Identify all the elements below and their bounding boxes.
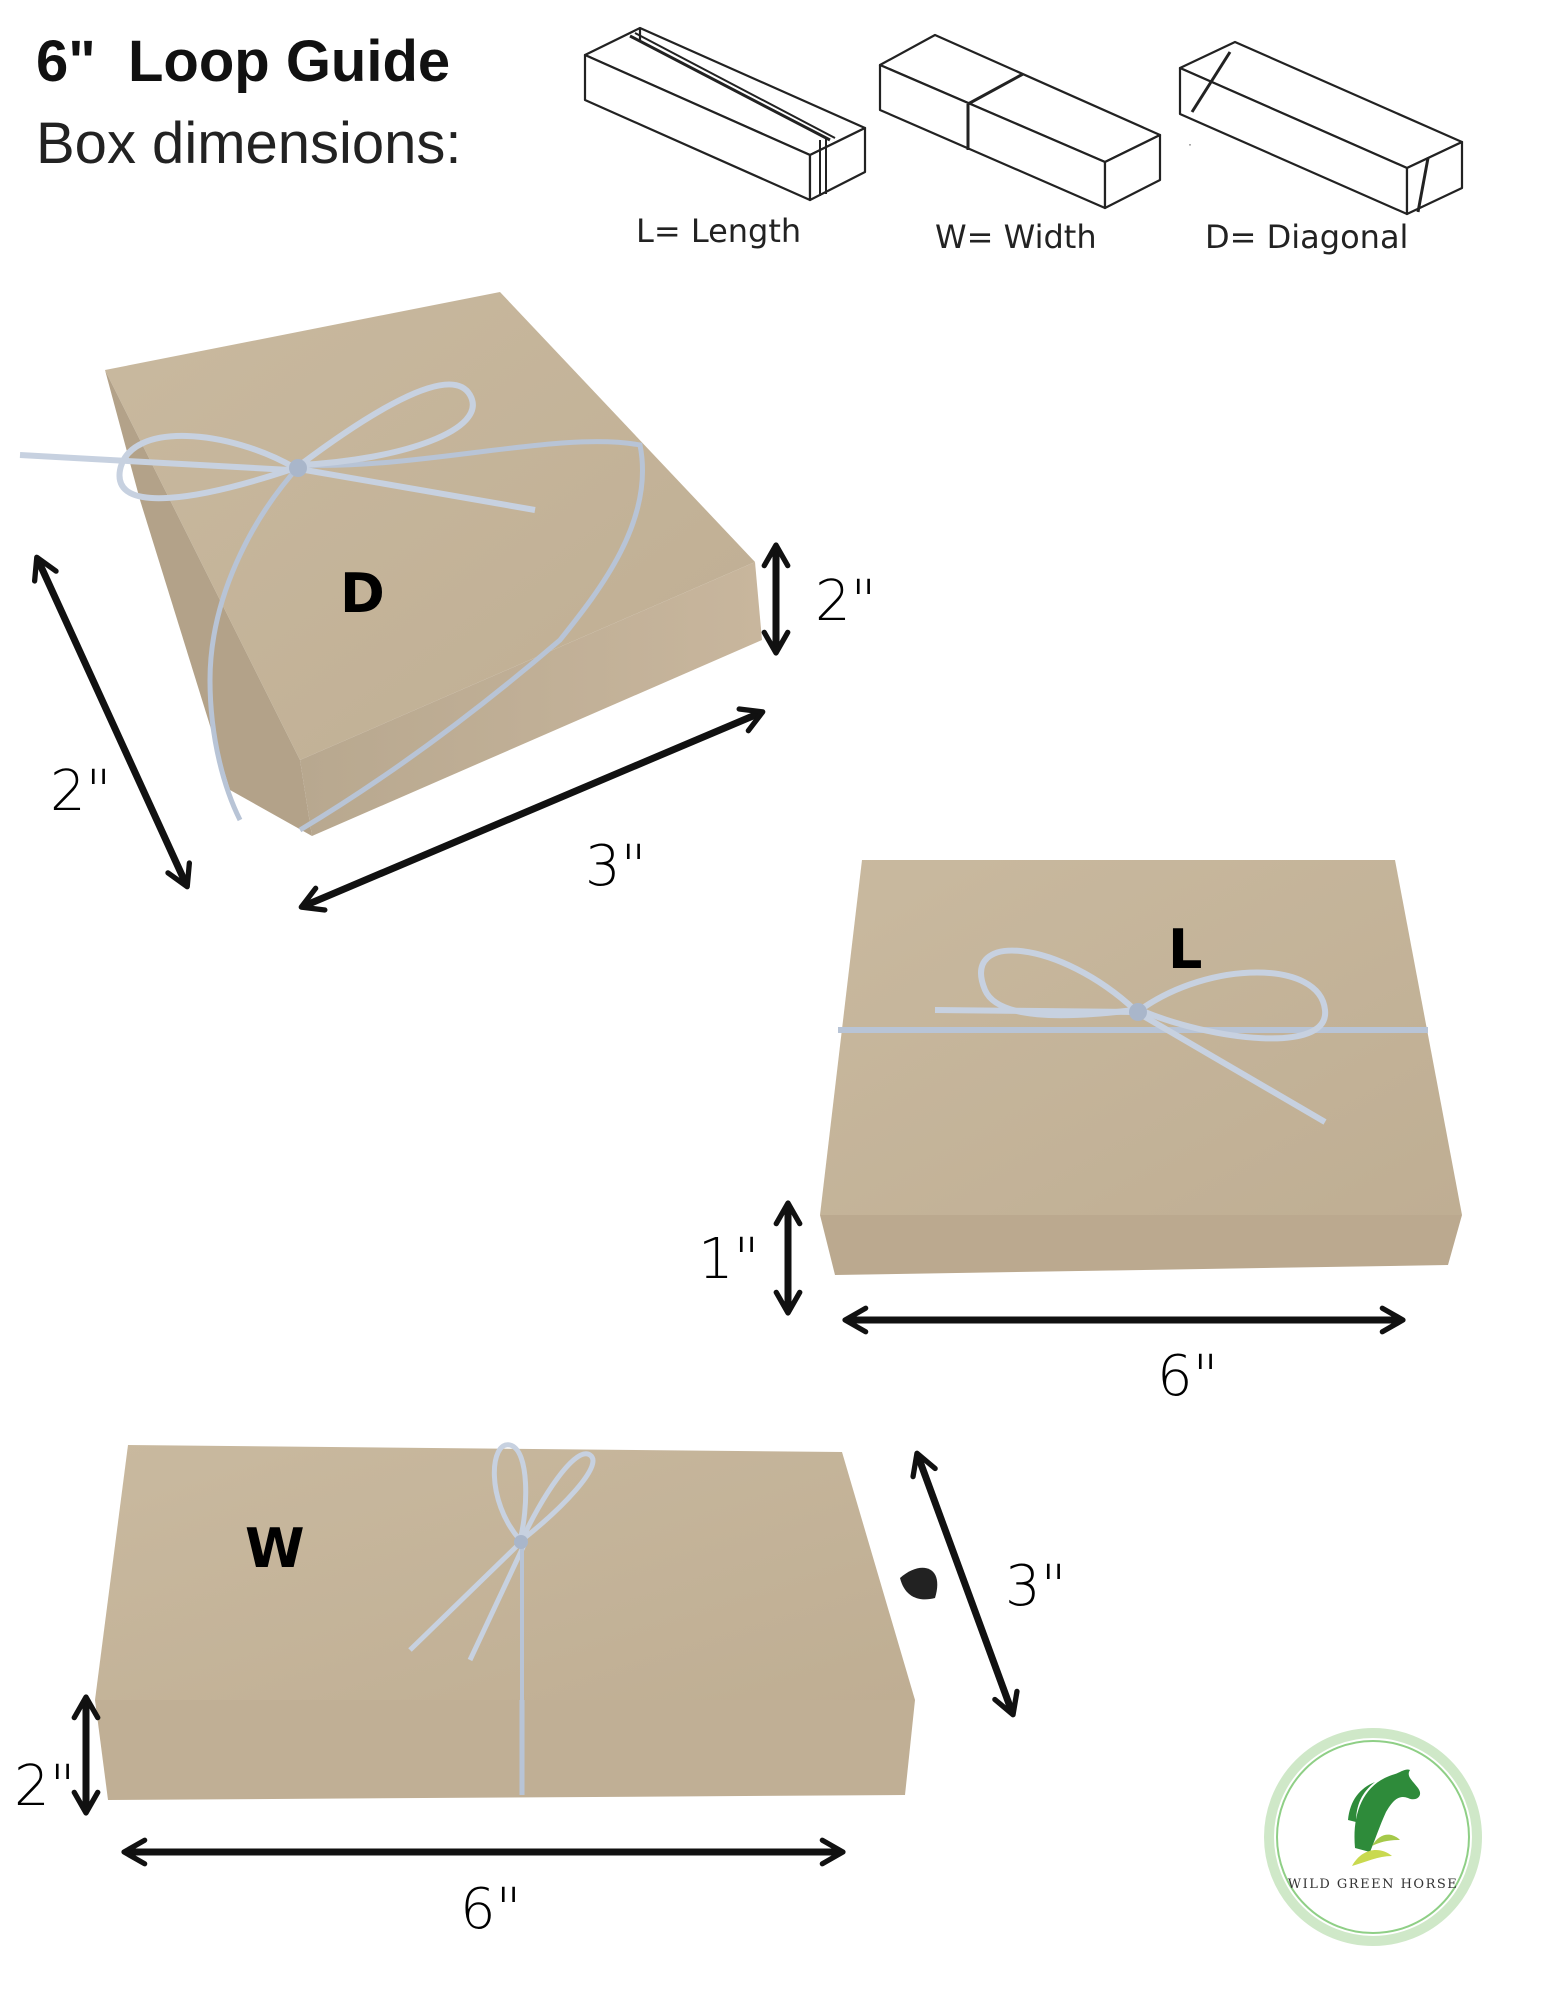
dim-d-length: 3" xyxy=(585,834,646,899)
box-w-letter: W xyxy=(245,1517,305,1580)
brand-logo-text: WILD GREEN HORSE xyxy=(1288,1877,1459,1892)
dim-w-depth: 3" xyxy=(1005,1554,1066,1619)
diagram-length xyxy=(583,26,867,202)
diagram-length-label: L= Length xyxy=(636,212,802,250)
dim-d-height: 2" xyxy=(815,569,876,634)
diagram-dot: · xyxy=(1188,137,1192,151)
box-l-letter: L xyxy=(1168,918,1202,981)
dim-d-depth: 2" xyxy=(50,759,111,824)
dim-w-length: 6" xyxy=(460,1877,521,1942)
diagram-width-label: W= Width xyxy=(935,218,1097,256)
diagram-diagonal xyxy=(1178,40,1464,216)
arrow-w-depth xyxy=(910,1450,1020,1718)
hook-shape xyxy=(900,1567,938,1600)
box-width xyxy=(95,1442,938,1800)
horse-head-icon xyxy=(1348,1769,1421,1866)
arrow-d-length xyxy=(298,706,766,913)
diagram-diagonal-label: D= Diagonal xyxy=(1205,218,1409,256)
dim-l-length: 6" xyxy=(1157,1344,1218,1409)
diagram-width xyxy=(878,33,1162,210)
box-diagonal xyxy=(19,292,762,836)
box-length xyxy=(820,860,1462,1275)
arrow-d-depth xyxy=(31,554,193,890)
dim-w-height: 2" xyxy=(14,1754,75,1819)
box-d-letter: D xyxy=(340,562,385,625)
page-title: 6" Loop Guide xyxy=(36,29,451,94)
dim-l-height: 1" xyxy=(698,1227,759,1292)
page-subtitle: Box dimensions: xyxy=(36,111,462,176)
brand-logo: WILD GREEN HORSE xyxy=(1264,1728,1482,1946)
